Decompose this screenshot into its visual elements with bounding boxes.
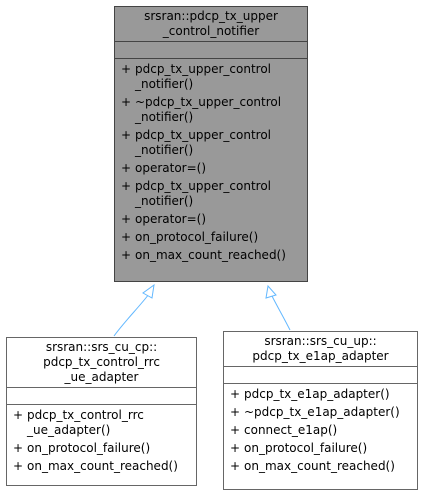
visibility-marker: + xyxy=(121,95,132,109)
operation-item: + pdcp_tx_control_rrc _ue_adapter() xyxy=(13,408,191,438)
visibility-marker: + xyxy=(121,230,132,244)
operation-label: pdcp_tx_upper_control _notifier() xyxy=(135,62,272,91)
operation-label: pdcp_tx_control_rrc _ue_adapter() xyxy=(27,408,144,437)
operation-item: + pdcp_tx_upper_control _notifier() xyxy=(121,128,302,158)
class-title: srsran::srs_cu_cp:: pdcp_tx_control_rrc … xyxy=(43,340,160,384)
attributes-section xyxy=(115,41,307,58)
operations-section: + pdcp_tx_control_rrc _ue_adapter() + on… xyxy=(7,404,196,478)
operation-item: + on_protocol_failure() xyxy=(121,230,302,245)
operation-item: + ~pdcp_tx_upper_control _notifier() xyxy=(121,95,302,125)
visibility-marker: + xyxy=(230,405,241,419)
inheritance-edge-cp xyxy=(113,283,155,337)
operation-label: pdcp_tx_upper_control _notifier() xyxy=(135,179,272,208)
operation-label: connect_e1ap() xyxy=(244,423,338,437)
operation-item: + on_protocol_failure() xyxy=(230,441,412,456)
operation-item: + on_max_count_reached() xyxy=(121,248,302,263)
operation-label: on_max_count_reached() xyxy=(135,248,286,262)
operation-item: + pdcp_tx_upper_control _notifier() xyxy=(121,179,302,209)
class-box-pdcp-tx-upper-control-notifier[interactable]: srsran::pdcp_tx_upper _control_notifier … xyxy=(114,6,308,282)
visibility-marker: + xyxy=(13,459,24,473)
operation-label: operator=() xyxy=(135,161,207,175)
visibility-marker: + xyxy=(121,161,132,175)
inheritance-edge-up xyxy=(265,284,291,331)
operation-label: operator=() xyxy=(135,212,207,226)
class-box-pdcp-tx-control-rrc-ue-adapter[interactable]: srsran::srs_cu_cp:: pdcp_tx_control_rrc … xyxy=(6,337,197,486)
operation-item: + on_max_count_reached() xyxy=(230,459,412,474)
visibility-marker: + xyxy=(230,459,241,473)
visibility-marker: + xyxy=(230,423,241,437)
operation-item: + pdcp_tx_e1ap_adapter() xyxy=(230,387,412,402)
operations-section: + pdcp_tx_upper_control _notifier() + ~p… xyxy=(115,58,307,267)
visibility-marker: + xyxy=(121,179,132,193)
operation-label: pdcp_tx_e1ap_adapter() xyxy=(244,387,390,401)
operation-label: on_protocol_failure() xyxy=(244,441,368,455)
visibility-marker: + xyxy=(230,387,241,401)
class-box-pdcp-tx-e1ap-adapter[interactable]: srsran::srs_cu_up:: pdcp_tx_e1ap_adapter… xyxy=(223,331,418,490)
visibility-marker: + xyxy=(121,62,132,76)
operation-item: + on_max_count_reached() xyxy=(13,459,191,474)
visibility-marker: + xyxy=(121,248,132,262)
operation-label: pdcp_tx_upper_control _notifier() xyxy=(135,128,272,157)
operation-item: + operator=() xyxy=(121,212,302,227)
operation-item: + pdcp_tx_upper_control _notifier() xyxy=(121,62,302,92)
operation-label: ~pdcp_tx_upper_control _notifier() xyxy=(135,95,282,124)
attributes-section xyxy=(7,387,196,404)
operation-label: on_protocol_failure() xyxy=(135,230,259,244)
visibility-marker: + xyxy=(13,441,24,455)
visibility-marker: + xyxy=(13,408,24,422)
operation-item: + operator=() xyxy=(121,161,302,176)
operation-item: + ~pdcp_tx_e1ap_adapter() xyxy=(230,405,412,420)
operations-section: + pdcp_tx_e1ap_adapter() + ~pdcp_tx_e1ap… xyxy=(224,383,417,478)
operation-label: on_protocol_failure() xyxy=(27,441,151,455)
operation-item: + on_protocol_failure() xyxy=(13,441,191,456)
operation-label: on_max_count_reached() xyxy=(27,459,178,473)
class-title: srsran::srs_cu_up:: pdcp_tx_e1ap_adapter xyxy=(252,334,389,363)
operation-label: ~pdcp_tx_e1ap_adapter() xyxy=(244,405,400,419)
visibility-marker: + xyxy=(230,441,241,455)
operation-item: + connect_e1ap() xyxy=(230,423,412,438)
class-title: srsran::pdcp_tx_upper _control_notifier xyxy=(144,9,278,38)
visibility-marker: + xyxy=(121,128,132,142)
attributes-section xyxy=(224,366,417,383)
operation-label: on_max_count_reached() xyxy=(244,459,395,473)
visibility-marker: + xyxy=(121,212,132,226)
